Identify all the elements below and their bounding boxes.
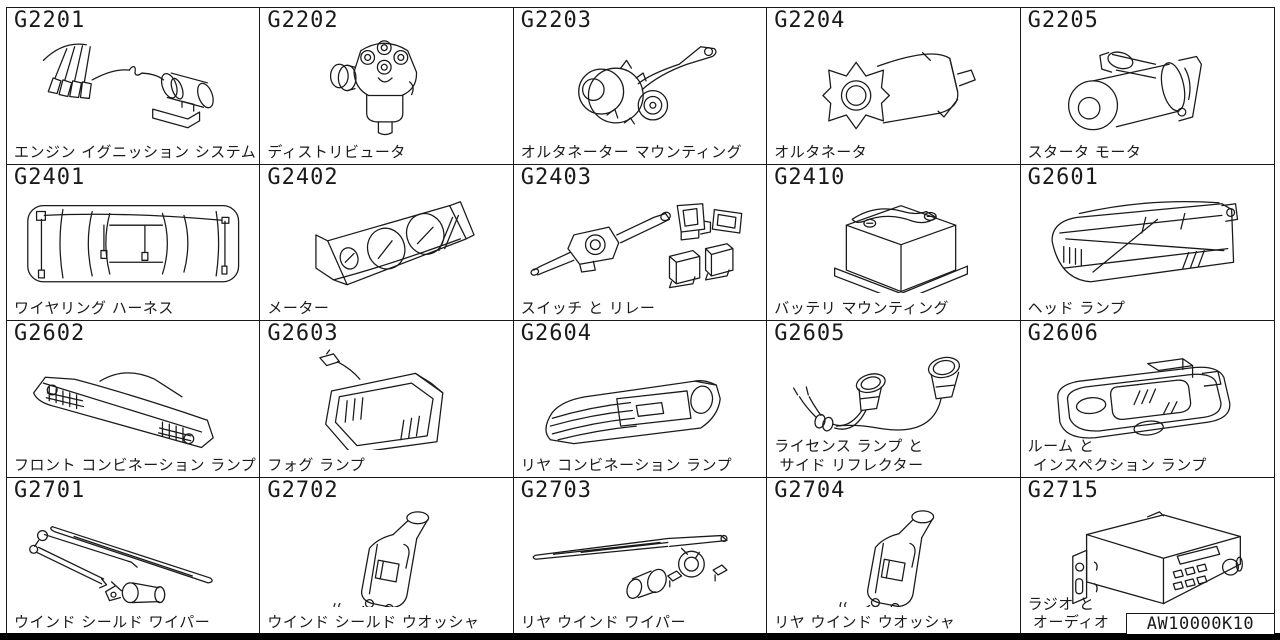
switch-relay-illustration bbox=[518, 192, 762, 294]
part-cell-g2715[interactable]: G2715 ラジオ と オーディオ bbox=[1020, 477, 1274, 634]
part-cell-g2606[interactable]: G2606 ルーム と インスペクション ランプ bbox=[1020, 321, 1274, 478]
part-caption: フロント コンビネーション ランプ bbox=[14, 455, 257, 474]
part-code: G2203 bbox=[520, 8, 593, 33]
part-caption: リヤ ウインド ウオッシャ bbox=[774, 613, 956, 632]
part-code: G2403 bbox=[520, 164, 593, 190]
part-cell-g2201[interactable]: G2201 エンジン イグニッション システム bbox=[7, 8, 261, 165]
alternator-mounting-illustration bbox=[518, 35, 762, 137]
part-caption: ウインド シールド ワイパー bbox=[14, 613, 211, 632]
part-code: G2701 bbox=[14, 477, 86, 503]
part-caption: ワイヤリング ハーネス bbox=[14, 299, 174, 318]
distributor-illustration bbox=[264, 35, 508, 137]
part-code: G2604 bbox=[520, 321, 593, 346]
part-cell-g2701[interactable]: G2701 ウインド シールド ワイパ bbox=[7, 477, 261, 634]
part-caption: ルーム と インスペクション ランプ bbox=[1027, 437, 1207, 474]
part-caption: バッテリ マウンティング bbox=[774, 299, 950, 318]
part-cell-g2601[interactable]: G2601 ヘッド ランプ bbox=[1020, 164, 1274, 321]
part-code: G2602 bbox=[14, 321, 86, 346]
battery-mounting-illustration bbox=[771, 192, 1015, 306]
part-code: G2202 bbox=[267, 8, 339, 33]
part-cell-g2704[interactable]: G2704 リヤ ウインド ウオッシャ bbox=[767, 477, 1021, 634]
windshield-wiper-illustration bbox=[11, 505, 255, 608]
part-code: G2606 bbox=[1027, 321, 1099, 346]
part-caption: ラジオ と オーディオ bbox=[1027, 594, 1110, 632]
meter-illustration bbox=[264, 192, 508, 294]
part-cell-g2702[interactable]: G2702 ウインド シールド ウオッシャ bbox=[260, 477, 514, 634]
parts-index-grid: G2201 エンジン イグニッション システム bbox=[6, 7, 1275, 635]
engine-ignition-system-illustration bbox=[11, 35, 255, 137]
room-inspection-lamp-illustration bbox=[1025, 348, 1270, 450]
part-code: G2402 bbox=[267, 164, 339, 190]
part-cell-g2603[interactable]: G2603 フォグ ランプ bbox=[260, 321, 514, 478]
part-code: G2605 bbox=[774, 321, 846, 346]
page-code: AW10000K10 bbox=[1146, 614, 1255, 634]
part-caption: スイッチ と リレー bbox=[520, 299, 656, 318]
part-cell-g2202[interactable]: G2202 ディストリビュータ bbox=[260, 8, 514, 165]
part-cell-g2403[interactable]: G2403 bbox=[513, 164, 768, 321]
part-code: G2715 bbox=[1027, 477, 1099, 503]
part-cell-g2604[interactable]: G2604 リヤ コンビネーション ランプ bbox=[513, 321, 768, 478]
part-code: G2601 bbox=[1027, 164, 1099, 190]
part-cell-g2402[interactable]: G2402 メーター bbox=[260, 164, 514, 321]
part-cell-g2605[interactable]: G2605 ライセンス ランプ と サイド リフレクター bbox=[767, 321, 1021, 478]
part-code: G2205 bbox=[1027, 8, 1099, 33]
wiring-harness-illustration bbox=[11, 192, 255, 294]
front-combination-lamp-illustration bbox=[11, 348, 255, 450]
part-caption: リヤ ウインド ワイパー bbox=[520, 613, 687, 632]
part-cell-g2401[interactable]: G2401 bbox=[7, 164, 261, 321]
part-code: G2204 bbox=[774, 8, 846, 33]
scan-edge-bar bbox=[0, 633, 1280, 640]
part-caption: ヘッド ランプ bbox=[1027, 299, 1126, 318]
part-code: G2401 bbox=[14, 164, 86, 190]
part-cell-g2602[interactable]: G2602 フロント コンビネーション ランプ bbox=[7, 321, 261, 478]
license-lamp-side-reflector-illustration bbox=[771, 348, 1015, 450]
radio-audio-illustration bbox=[1025, 505, 1270, 608]
part-caption: フォグ ランプ bbox=[267, 455, 366, 474]
part-caption: オルタネータ bbox=[774, 142, 868, 161]
fog-lamp-illustration bbox=[264, 348, 508, 455]
part-cell-g2203[interactable]: G2203 オルタネーター マウンティング bbox=[513, 8, 768, 165]
page-code-box: AW10000K10 bbox=[1125, 613, 1274, 634]
part-caption: スタータ モータ bbox=[1027, 142, 1142, 161]
part-cell-g2204[interactable]: G2204 オルタネータ bbox=[767, 8, 1021, 165]
rear-combination-lamp-illustration bbox=[518, 348, 762, 450]
part-caption: メーター bbox=[267, 299, 330, 318]
part-cell-g2205[interactable]: G2205 スタータ モータ bbox=[1020, 8, 1274, 165]
part-caption: エンジン イグニッション システム bbox=[14, 142, 257, 161]
part-cell-g2703[interactable]: G2703 リヤ ウインド ワイパー bbox=[513, 477, 768, 634]
part-cell-g2410[interactable]: G2410 バッテリ マウンティング bbox=[767, 164, 1021, 321]
part-code: G2201 bbox=[14, 8, 86, 33]
part-code: G2703 bbox=[520, 477, 593, 503]
rear-window-wiper-illustration bbox=[518, 505, 762, 608]
windshield-washer-illustration bbox=[264, 505, 508, 613]
part-code: G2704 bbox=[774, 477, 846, 503]
part-caption: ウインド シールド ウオッシャ bbox=[267, 613, 480, 632]
alternator-illustration bbox=[771, 35, 1015, 137]
part-code: G2603 bbox=[267, 321, 339, 346]
rear-window-washer-illustration bbox=[771, 505, 1015, 612]
starter-motor-illustration bbox=[1025, 35, 1270, 137]
part-caption: オルタネーター マウンティング bbox=[520, 142, 743, 161]
part-caption: ディストリビュータ bbox=[267, 142, 406, 161]
part-code: G2702 bbox=[267, 477, 339, 503]
part-caption: リヤ コンビネーション ランプ bbox=[520, 455, 733, 474]
part-code: G2410 bbox=[774, 164, 846, 190]
part-caption: ライセンス ランプ と サイド リフレクター bbox=[774, 437, 924, 474]
head-lamp-illustration bbox=[1025, 192, 1270, 294]
